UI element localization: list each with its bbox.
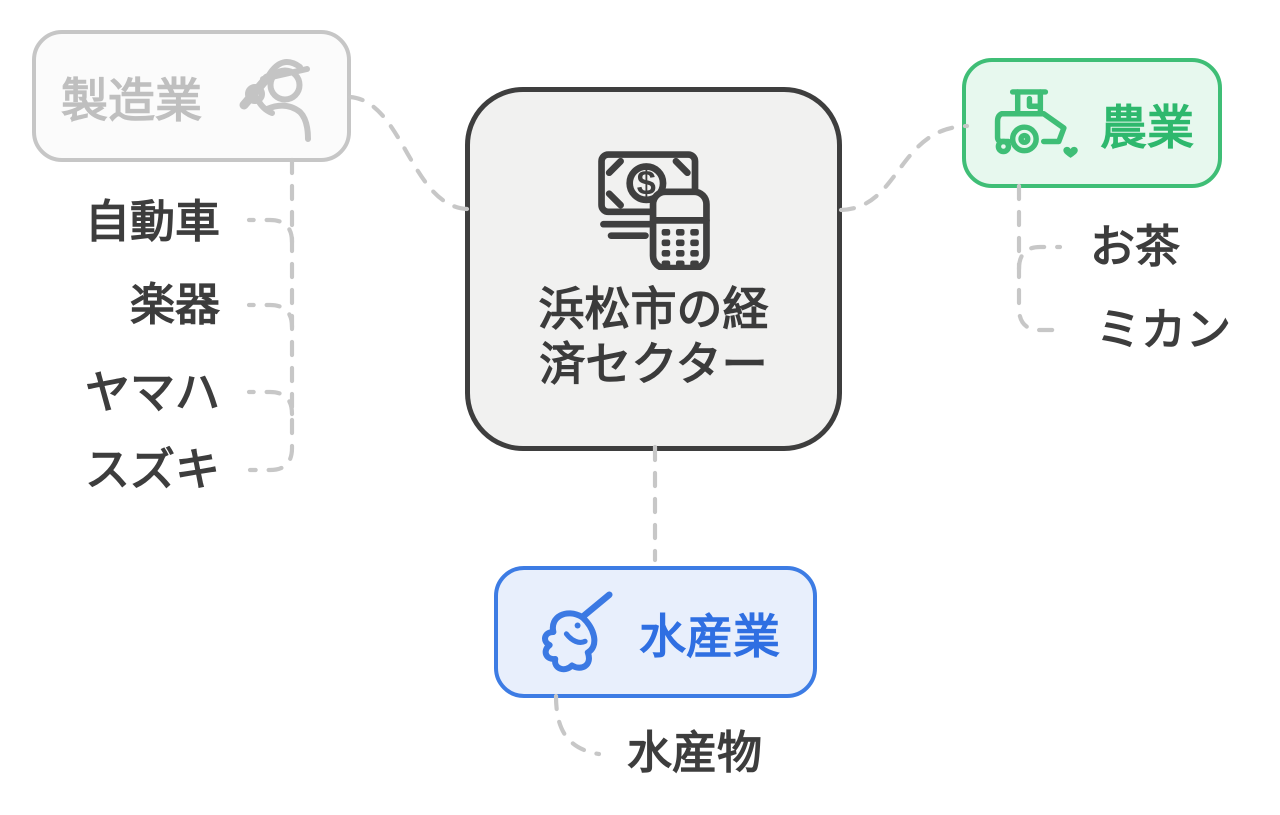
connector-agriculture-trunk — [1016, 183, 1063, 333]
node-manufacturing: 製造業 — [32, 30, 351, 162]
manufacturing-label: 製造業 — [61, 73, 202, 127]
fishery-label: 水産業 — [639, 609, 780, 663]
fish-icon — [542, 591, 613, 673]
child-label-suisanbutsu: 水産物 — [627, 727, 763, 778]
node-fishery: 水産業 — [494, 566, 817, 698]
money-calculator-icon: $ — [597, 151, 710, 270]
child-label-mikan: ミカン — [1096, 304, 1232, 355]
connector-branch-gakki — [246, 302, 295, 330]
connector-fishery-suisanbutsu — [553, 693, 602, 757]
child-label-yamaha: ヤマハ — [84, 367, 220, 418]
connector-branch-jidosha — [246, 217, 295, 245]
connector-manufacturing-trunk — [247, 157, 295, 473]
node-agriculture: 農業 — [962, 58, 1222, 188]
tractor-icon — [994, 89, 1078, 158]
child-label-ocha: お茶 — [1090, 221, 1181, 272]
center-title-line1: 浜松市の経 — [538, 283, 769, 335]
connector-branch-ocha — [1016, 244, 1063, 272]
agriculture-label: 農業 — [1100, 100, 1194, 154]
center-title-line2: 済セクター — [539, 338, 768, 390]
connector-manufacturing-center — [347, 94, 470, 212]
node-center: $ 浜松市の経 済セクター — [465, 87, 842, 451]
center-title: 浜松市の経 済セクター — [539, 282, 769, 392]
svg-text:$: $ — [636, 165, 655, 203]
child-label-jidosha: 自動車 — [84, 196, 220, 247]
child-label-suzuki: スズキ — [84, 444, 220, 495]
connector-center-agriculture — [838, 123, 970, 213]
construction-worker-icon — [239, 59, 311, 142]
connector-branch-yamaha — [246, 389, 295, 417]
child-label-gakki: 楽器 — [129, 279, 220, 330]
